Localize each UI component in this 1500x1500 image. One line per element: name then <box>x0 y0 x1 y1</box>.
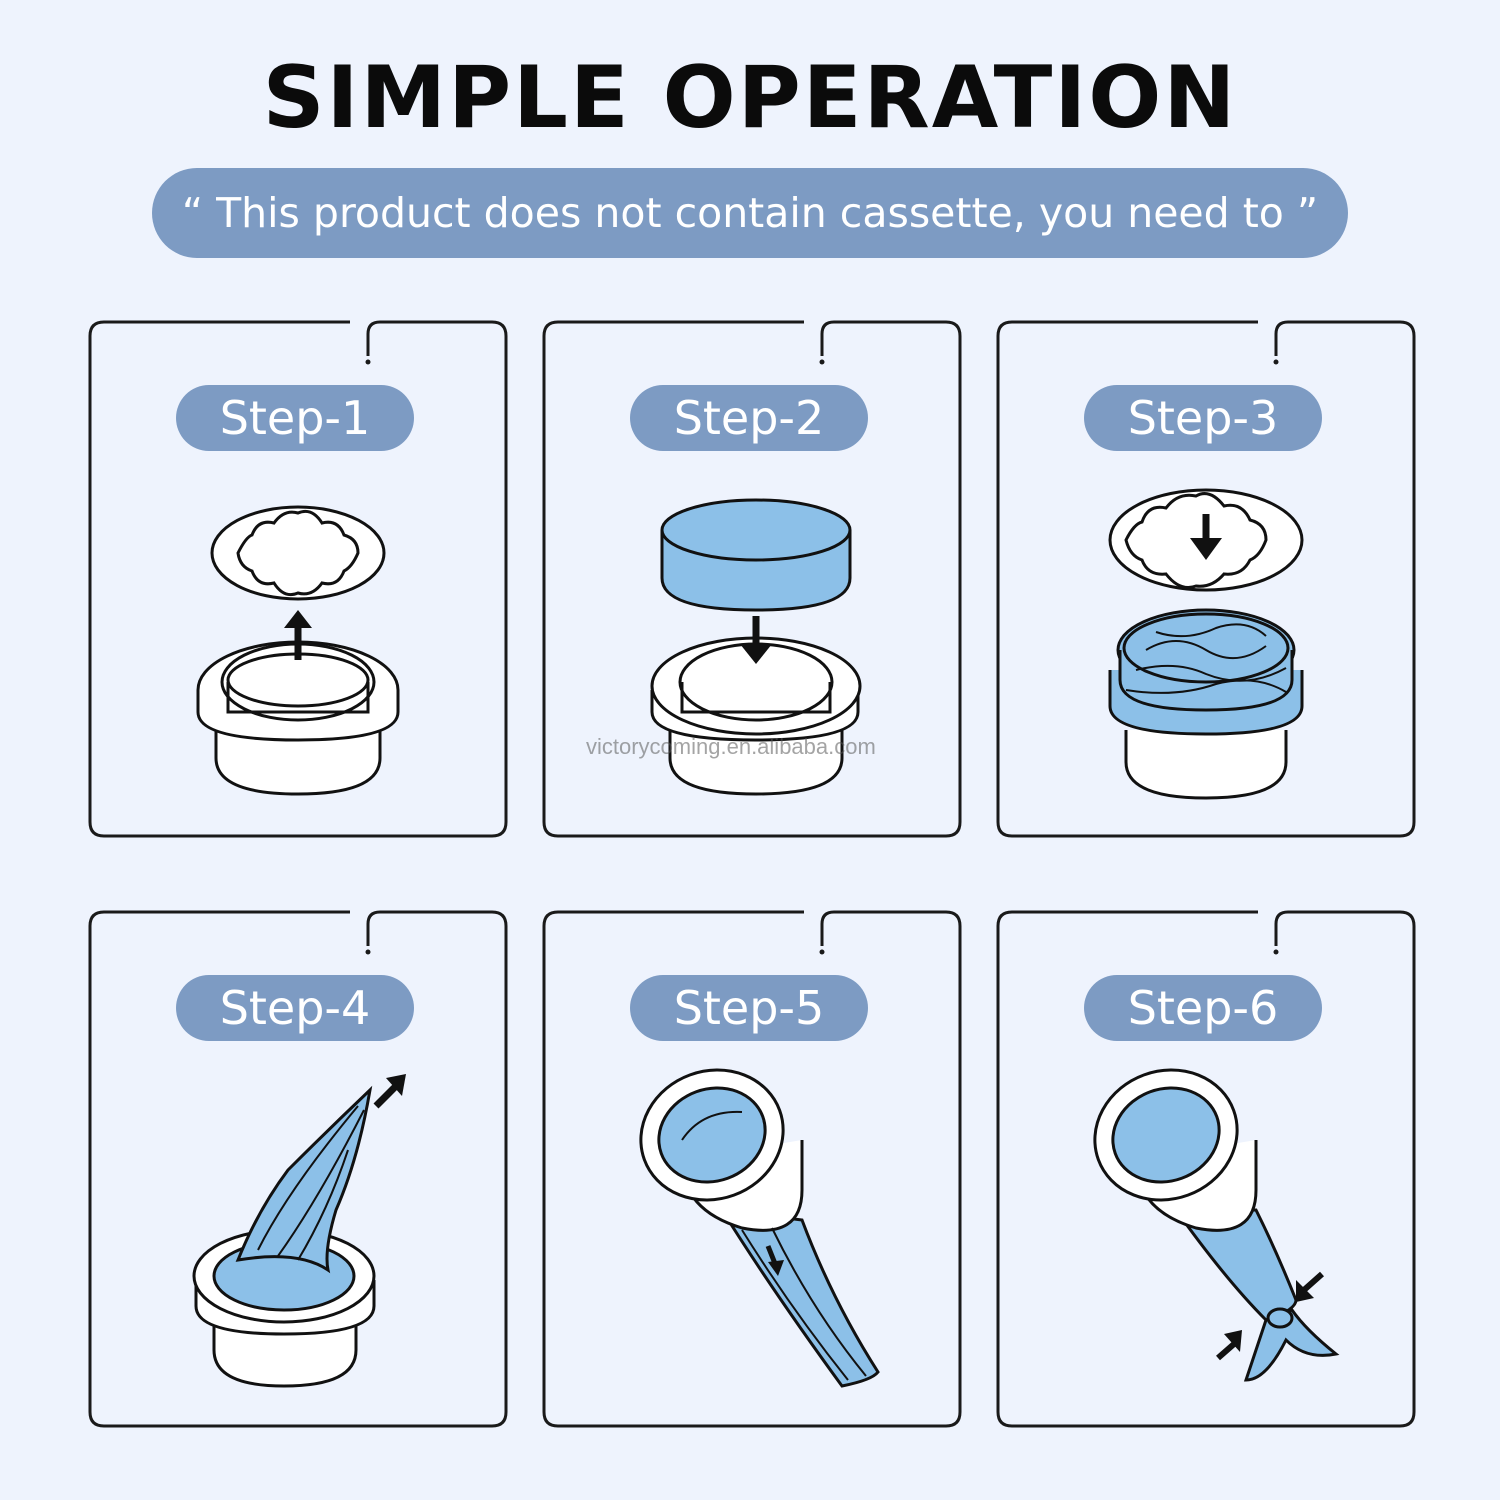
panel-frame <box>88 910 508 1428</box>
step-label: Step-4 <box>176 975 414 1041</box>
step-label: Step-5 <box>630 975 868 1041</box>
panel-frame <box>996 910 1416 1428</box>
notice-banner: “ This product does not contain cassette… <box>152 168 1348 258</box>
close-lid-illustration <box>1108 488 1304 800</box>
watermark: victorycoming.en.alibaba.com <box>586 734 876 759</box>
step-6-panel: Step-6 <box>996 910 1416 1428</box>
panel-frame <box>996 320 1416 838</box>
page-title: SIMPLE OPERATION <box>262 48 1238 148</box>
tie-knot-illustration <box>1093 1068 1340 1382</box>
step-label: Step-1 <box>176 385 414 451</box>
remove-lid-illustration <box>196 505 400 796</box>
step-3-panel: Step-3 <box>996 320 1416 838</box>
panel-frame <box>542 320 962 838</box>
step-label: Step-6 <box>1084 975 1322 1041</box>
step-4-panel: Step-4 <box>88 910 508 1428</box>
step-5-panel: Step-5 <box>542 910 962 1428</box>
step-1-panel: Step-1 <box>88 320 508 838</box>
step-label: Step-2 <box>630 385 868 451</box>
panel-frame <box>88 320 508 838</box>
step-2-panel: Step-2 <box>542 320 962 838</box>
step-label: Step-3 <box>1084 385 1322 451</box>
insert-cassette-illustration <box>650 498 862 796</box>
panel-frame <box>542 910 962 1428</box>
pull-film-illustration <box>192 1074 406 1388</box>
twist-film-illustration <box>639 1068 880 1388</box>
